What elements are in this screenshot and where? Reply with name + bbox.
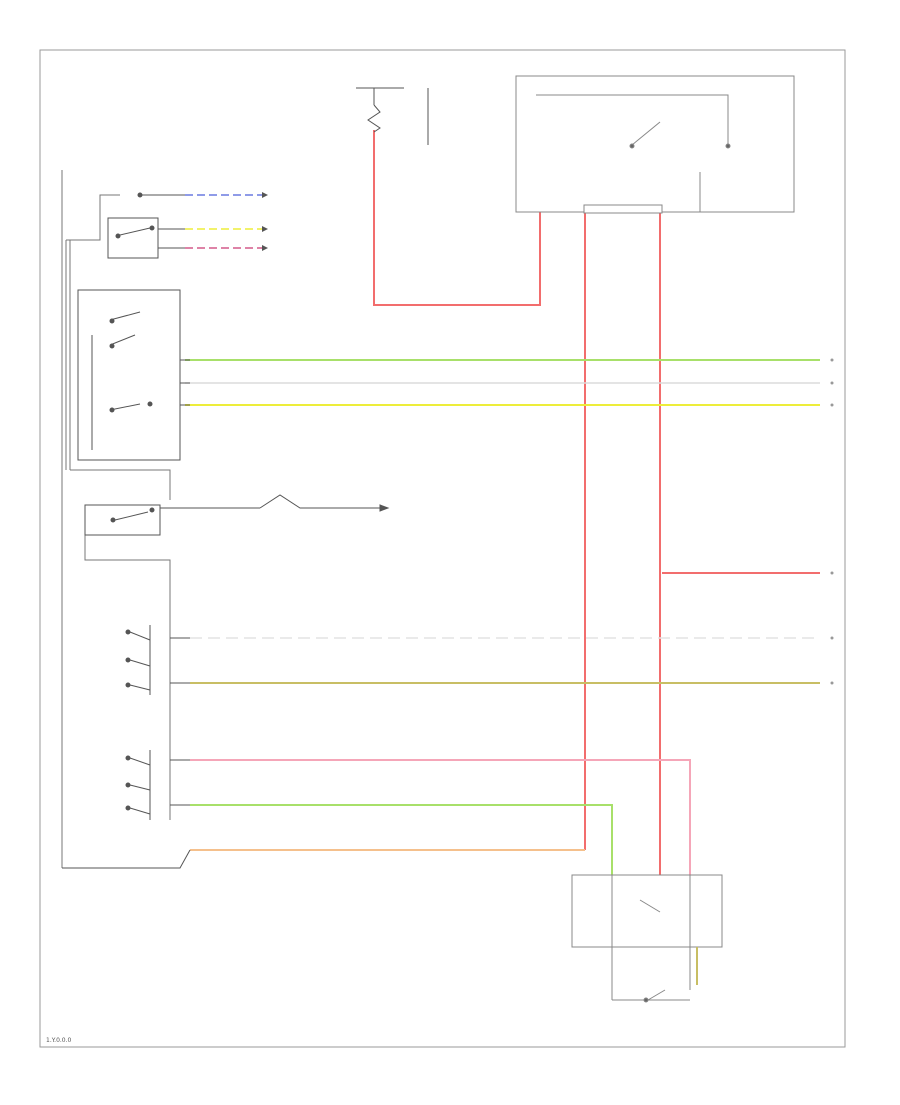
right-edge-connectors bbox=[830, 358, 834, 685]
pink-wire-1 bbox=[190, 759, 691, 875]
connector-arrows-top bbox=[262, 192, 268, 251]
rocker-switch bbox=[84, 494, 390, 536]
mirror-motor-unit bbox=[571, 874, 723, 1003]
red-wire-group bbox=[373, 130, 820, 875]
fuse-block bbox=[356, 87, 429, 145]
memory-seat-switch bbox=[77, 289, 190, 461]
green-wire-2 bbox=[190, 804, 613, 875]
diagram-frame bbox=[39, 49, 846, 1048]
driver-mirror-switch bbox=[62, 750, 191, 869]
door-switch bbox=[107, 192, 185, 259]
power-seat-control-unit bbox=[515, 75, 795, 214]
red-wire-fuse-feed bbox=[373, 130, 541, 306]
diagram-footer-code: 1.Y.0.0.0 bbox=[46, 1037, 72, 1044]
passenger-mirror-switch bbox=[125, 625, 190, 695]
left-bus-lines bbox=[61, 170, 171, 868]
